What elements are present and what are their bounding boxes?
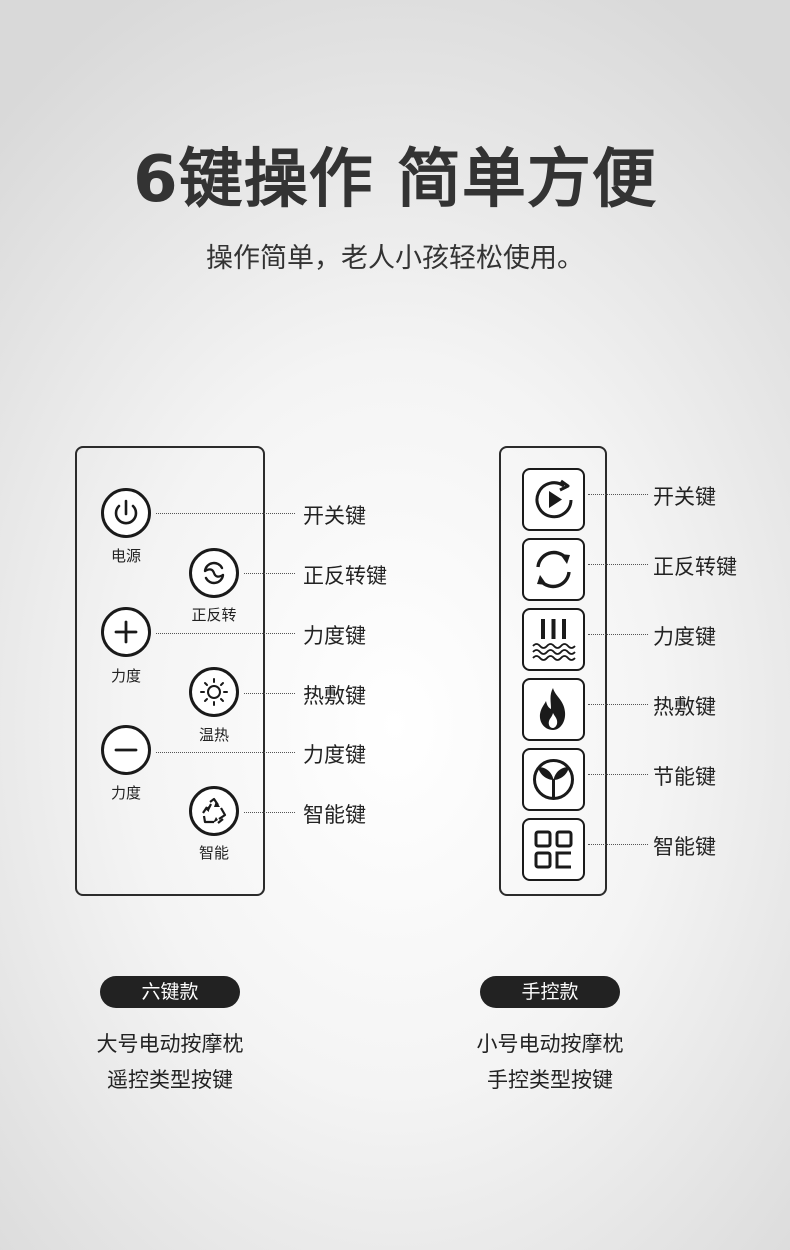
grid-icon — [534, 830, 573, 869]
minus-icon — [114, 748, 138, 752]
hand-reverse-button[interactable] — [522, 538, 585, 601]
six-key-caption-line1: 大号电动按摩枕 — [96, 1032, 244, 1056]
sun-icon — [200, 678, 228, 706]
intensity-down-label: 力度 — [110, 784, 141, 802]
callout-hand-eco: 节能键 — [653, 765, 716, 789]
heat-waves-icon — [532, 619, 576, 661]
reverse-button-label: 正反转 — [191, 606, 237, 624]
callout-heat: 热敷键 — [303, 684, 366, 708]
leader-line — [588, 704, 648, 705]
leader-line — [244, 693, 295, 694]
smart-button-label: 智能 — [198, 844, 229, 862]
hand-control-panel — [499, 446, 607, 896]
plus-icon — [114, 620, 138, 644]
leader-line — [588, 844, 648, 845]
leader-line — [588, 634, 648, 635]
leader-line — [588, 494, 648, 495]
hand-heat-button[interactable] — [522, 678, 585, 741]
heat-button-label: 温热 — [198, 726, 229, 744]
callout-hand-heat: 热敷键 — [653, 695, 716, 719]
recycle-icon — [202, 797, 227, 824]
six-key-model-tag: 六键款 — [100, 976, 240, 1008]
leader-line — [588, 774, 648, 775]
flame-icon — [539, 688, 566, 730]
callout-hand-smart: 智能键 — [653, 835, 716, 859]
page-title: 6键操作 简单方便 — [133, 143, 657, 217]
power-button[interactable] — [101, 488, 151, 538]
hand-control-caption-line1: 小号电动按摩枕 — [476, 1032, 624, 1056]
reverse-button[interactable] — [189, 548, 239, 598]
play-icon — [535, 479, 573, 519]
callout-intensity-up: 力度键 — [303, 624, 366, 648]
leader-line — [156, 633, 295, 634]
hand-control-model-tag: 手控款 — [480, 976, 620, 1008]
hand-smart-button[interactable] — [522, 818, 585, 881]
callout-hand-intensity: 力度键 — [653, 625, 716, 649]
callout-smart: 智能键 — [303, 803, 366, 827]
hand-control-caption-line2: 手控类型按键 — [487, 1068, 613, 1092]
heat-button[interactable] — [189, 667, 239, 717]
leader-line — [156, 752, 295, 753]
callout-hand-power: 开关键 — [653, 485, 716, 509]
smart-button[interactable] — [189, 786, 239, 836]
leader-line — [244, 573, 295, 574]
cycle-arrows-icon — [536, 550, 571, 589]
callout-reverse: 正反转键 — [303, 564, 387, 588]
page-subtitle: 操作简单，老人小孩轻松使用。 — [206, 243, 584, 274]
power-button-label: 电源 — [110, 547, 141, 565]
leader-line — [244, 812, 295, 813]
leader-line — [588, 564, 648, 565]
hand-intensity-button[interactable] — [522, 608, 585, 671]
rotate-icon — [203, 561, 225, 585]
six-key-caption-line2: 遥控类型按键 — [107, 1068, 233, 1092]
hand-power-button[interactable] — [522, 468, 585, 531]
leader-line — [156, 513, 295, 514]
eco-sprout-icon — [533, 759, 574, 800]
callout-intensity-down: 力度键 — [303, 743, 366, 767]
six-key-remote-panel — [75, 446, 265, 896]
intensity-down-button[interactable] — [101, 725, 151, 775]
intensity-up-label: 力度 — [110, 667, 141, 685]
hand-eco-button[interactable] — [522, 748, 585, 811]
intensity-up-button[interactable] — [101, 607, 151, 657]
power-icon — [114, 499, 138, 525]
callout-power: 开关键 — [303, 504, 366, 528]
callout-hand-reverse: 正反转键 — [653, 555, 737, 579]
